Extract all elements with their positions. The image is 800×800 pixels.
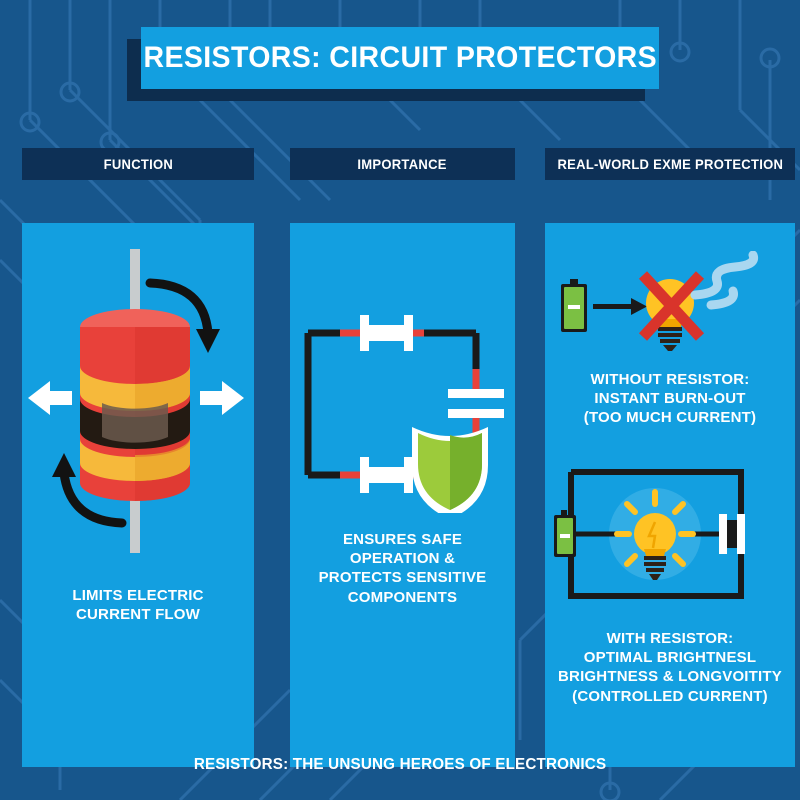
column-real-world: REAL-WORLD EXME PROTECTION <box>545 148 795 767</box>
caption-importance-line-2: OPERATION & <box>349 550 456 568</box>
column-panel-importance: ENSURES SAFE OPERATION & PROTECTS SENSIT… <box>290 223 515 767</box>
footer: RESISTORS: THE UNSUNG HEROES OF ELECTRON… <box>0 756 800 774</box>
caption-importance: ENSURES SAFE OPERATION & PROTECTS SENSIT… <box>290 530 515 607</box>
column-header-real-world: REAL-WORLD EXME PROTECTION <box>545 148 795 180</box>
burnt-bulb-icon <box>561 251 759 351</box>
caption-with-resistor-line-1: WITH RESISTOR: <box>606 630 734 647</box>
circuit-shield-icon <box>304 315 504 513</box>
title-banner: RESISTORS: CIRCUIT PROTECTORS <box>141 27 659 89</box>
caption-with-resistor-line-4: (CONTROLLED CURRENT) <box>572 687 768 705</box>
caption-without-resistor-line-1: WITHOUT RESISTOR: <box>590 371 750 388</box>
caption-with-resistor: WITH RESISTOR: OPTIMAL BRIGHTNESL BRIGHT… <box>545 629 795 706</box>
caption-without-resistor-line-3: (TOO MUCH CURRENT) <box>583 409 757 427</box>
resistor-cylinder-icon <box>28 249 244 553</box>
caption-importance-line-4: COMPONENTS <box>347 588 458 606</box>
caption-function-line-2: CURRENT FLOW <box>75 606 201 624</box>
column-header-importance: IMPORTANCE <box>290 148 515 180</box>
column-header-function: FUNCTION <box>22 148 254 180</box>
column-header-function-label: FUNCTION <box>103 156 173 172</box>
page-title: RESISTORS: CIRCUIT PROTECTORS <box>143 41 657 74</box>
column-importance: IMPORTANCE <box>290 148 515 767</box>
column-panel-real-world: WITHOUT RESISTOR: INSTANT BURN-OUT (TOO … <box>545 223 795 767</box>
caption-with-resistor-line-3: BRIGHTNESS & LONGVOITITY <box>558 668 782 686</box>
caption-with-resistor-line-2: OPTIMAL BRIGHTNESL <box>583 649 757 667</box>
caption-function-line-1: LIMITS ELECTRIC <box>72 587 204 604</box>
column-header-importance-label: IMPORTANCE <box>357 156 448 172</box>
caption-without-resistor-line-2: INSTANT BURN-OUT <box>594 390 746 408</box>
caption-importance-line-1: ENSURES SAFE <box>342 531 463 548</box>
footer-text: RESISTORS: THE UNSUNG HEROES OF ELECTRON… <box>193 756 607 773</box>
column-header-real-world-label: REAL-WORLD EXME PROTECTION <box>557 156 783 172</box>
caption-function: LIMITS ELECTRIC CURRENT FLOW <box>22 586 254 624</box>
column-function: FUNCTION <box>22 148 254 767</box>
caption-without-resistor: WITHOUT RESISTOR: INSTANT BURN-OUT (TOO … <box>545 370 795 428</box>
working-circuit-icon <box>554 469 745 599</box>
column-panel-function: LIMITS ELECTRIC CURRENT FLOW <box>22 223 254 767</box>
caption-importance-line-3: PROTECTS SENSITIVE <box>318 569 487 587</box>
title-banner-wrap: RESISTORS: CIRCUIT PROTECTORS <box>127 27 659 101</box>
